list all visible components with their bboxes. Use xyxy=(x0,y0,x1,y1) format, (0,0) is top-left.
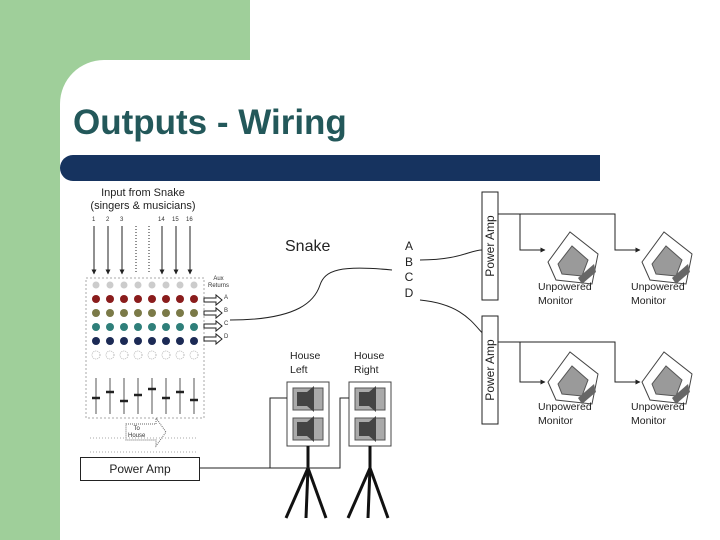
channel-number: 15 xyxy=(172,217,179,223)
aux-letter: B xyxy=(224,308,229,314)
channel-number: 14 xyxy=(158,217,165,223)
monitor-top-right xyxy=(641,231,693,285)
channel-number: 2 xyxy=(106,217,110,223)
bottom-power-amp-box xyxy=(481,315,499,425)
green-left-strip xyxy=(0,0,60,540)
bottom-power-amp-label: Power Amp xyxy=(483,339,497,401)
aux-send-arrows xyxy=(203,293,223,346)
snake-input-label: Input from Snake (singers & musicians) xyxy=(90,187,196,212)
top-power-amp-label: Power Amp xyxy=(483,215,497,277)
channel-number: 1 xyxy=(92,217,96,223)
aux-cable xyxy=(229,267,393,321)
input-arrows xyxy=(91,226,193,275)
top-power-amp-box xyxy=(481,191,499,301)
aux-letter: C xyxy=(224,321,229,327)
aux-returns-label: Aux Returns xyxy=(208,276,230,289)
to-house-arrow xyxy=(125,416,167,448)
monitor-label: Unpowered Monitor xyxy=(631,281,685,307)
monitor-bottom-right xyxy=(641,351,693,405)
snake-to-amp-cable xyxy=(419,249,483,261)
snake-letter: A xyxy=(404,239,413,253)
snake-letter-list: A B C D xyxy=(402,239,416,301)
house-right-speaker xyxy=(346,381,392,519)
aux-letter: A xyxy=(224,295,229,301)
monitor-top-left xyxy=(547,231,599,285)
monitor-bottom-left xyxy=(547,351,599,405)
snake-letter: D xyxy=(404,285,414,300)
aux-letter: D xyxy=(224,334,229,340)
to-house-label: To House xyxy=(128,426,146,439)
monitor-wiring xyxy=(498,213,641,385)
channel-number: 3 xyxy=(120,217,124,223)
house-left-label: House Left xyxy=(290,350,321,376)
snake-to-bottom-amp-cable xyxy=(419,299,491,341)
monitor-label: Unpowered Monitor xyxy=(538,281,592,307)
snake-letter: B xyxy=(404,254,413,269)
content-panel xyxy=(60,60,720,540)
slide-title: Outputs - Wiring xyxy=(73,103,347,142)
house-right-label: House Right xyxy=(354,350,385,376)
snake-letter: C xyxy=(404,270,414,284)
channel-number: 16 xyxy=(186,217,193,223)
mixer-power-amp-box: Power Amp xyxy=(80,457,200,481)
monitor-label: Unpowered Monitor xyxy=(538,401,592,427)
channel-faders xyxy=(92,378,198,414)
house-left-speaker xyxy=(284,381,330,519)
channel-knobs xyxy=(91,281,199,360)
house-wiring xyxy=(200,397,349,469)
mixer-console xyxy=(85,226,223,453)
snake-label: Snake xyxy=(285,238,331,255)
monitor-label: Unpowered Monitor xyxy=(631,401,685,427)
title-underline-bar xyxy=(60,155,600,181)
